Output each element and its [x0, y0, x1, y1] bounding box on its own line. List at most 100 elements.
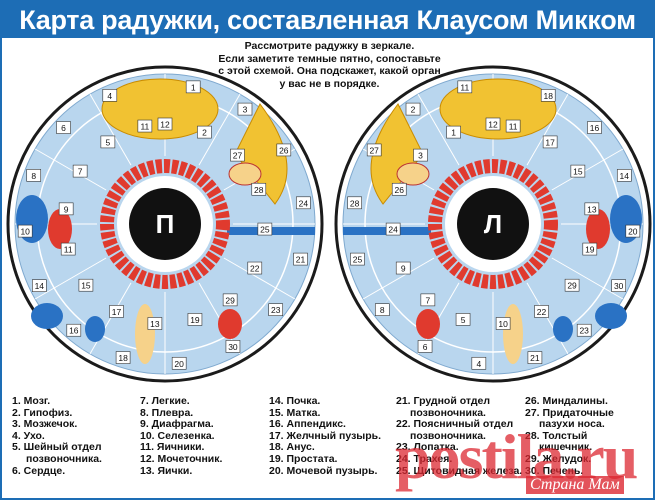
- zone-number-badge: [225, 340, 241, 353]
- zone-number: 27: [369, 145, 379, 155]
- zone-number-badge: [32, 279, 47, 292]
- page-title: Карта радужки, составленная Клаусом Микк…: [2, 2, 653, 38]
- zone-number: 8: [31, 171, 36, 181]
- zone-number-badge: [157, 117, 173, 131]
- zone-number: 24: [299, 198, 309, 208]
- intro-line: Если заметите темные пятно, сопоставьте: [218, 52, 441, 65]
- legend-item: 6. Сердце.: [12, 464, 66, 477]
- legend-item: 27. Придаточные: [525, 406, 614, 419]
- legend-item: 25. Щитовидная железа.: [396, 464, 523, 477]
- zone-number: 28: [254, 185, 264, 195]
- brain-shape: [101, 78, 219, 140]
- zone-number: 21: [530, 353, 540, 363]
- sector-divider: [417, 93, 460, 166]
- zone-number-badge: [391, 182, 407, 196]
- legend-item: 14. Почка.: [269, 395, 321, 407]
- zone-number-badge: [582, 242, 598, 256]
- zone-number-badge: [66, 323, 82, 337]
- zone-number: 8: [380, 305, 385, 315]
- zone-number-badge: [417, 340, 433, 353]
- zone-number: 4: [476, 359, 481, 369]
- liver-shape: [595, 303, 627, 329]
- zone-number-badge: [347, 196, 362, 210]
- sector-divider: [526, 282, 569, 355]
- legend-item: 22. Поясничный отдел: [396, 418, 514, 431]
- watermark-sub: Страна Мам: [526, 476, 624, 494]
- zone-number: 19: [585, 245, 595, 255]
- zone-number-badge: [471, 356, 487, 370]
- zone-number: 1: [191, 82, 196, 92]
- sector-divider: [551, 257, 624, 300]
- zone-number: 23: [271, 305, 281, 315]
- zone-number-badge: [147, 317, 163, 330]
- zone-number-badge: [237, 102, 253, 116]
- legend-item: 17. Желчный пузырь.: [269, 429, 382, 442]
- sector-divider: [362, 257, 435, 300]
- legend-item: 18. Анус.: [269, 441, 315, 454]
- zone-number-badge: [616, 169, 632, 182]
- zone-number: 1: [451, 128, 456, 138]
- liver-shape: [31, 303, 63, 329]
- legend-item: 7. Легкие.: [140, 395, 190, 407]
- sector-divider: [551, 148, 624, 191]
- zone-number: 22: [250, 264, 260, 274]
- tonsils-shape: [228, 162, 262, 186]
- zone-number: 20: [628, 227, 638, 237]
- zone-number-badge: [72, 164, 88, 178]
- zone-number-badge: [187, 313, 203, 326]
- zone-number-badge: [564, 278, 580, 292]
- intro-text: Рассмотрите радужку в зеркале. Если заме…: [202, 40, 457, 90]
- zone-number: 23: [579, 326, 589, 336]
- sector-divider: [89, 93, 132, 166]
- zone-number: 7: [425, 295, 430, 305]
- zone-number: 6: [61, 123, 66, 133]
- kidney-shape: [553, 316, 573, 342]
- zone-number: 28: [350, 198, 360, 208]
- zone-number-badge: [420, 293, 436, 307]
- legend-item: 4. Ухо.: [12, 429, 45, 442]
- zone-number-badge: [505, 119, 521, 133]
- zone-number: 10: [20, 227, 30, 237]
- zone-number-badge: [457, 80, 473, 94]
- colon-ring: [428, 159, 558, 289]
- heart-shape: [586, 209, 610, 249]
- zone-number: 19: [190, 315, 200, 325]
- zone-number-badge: [350, 252, 365, 266]
- zone-number: 2: [411, 105, 416, 115]
- zone-number: 14: [620, 171, 630, 181]
- zone-number: 24: [388, 225, 398, 235]
- zone-number-badge: [405, 102, 421, 116]
- legend-column: 26. Миндалины. 27. Придаточные пазухи но…: [525, 395, 614, 477]
- kidney-shape: [85, 316, 105, 342]
- zone-number: 25: [260, 225, 270, 235]
- zone-number: 11: [509, 122, 518, 132]
- zone-number-badge: [570, 164, 586, 178]
- zone-number-badge: [197, 125, 212, 139]
- legend-item: 20. Мочевой пузырь.: [269, 464, 378, 477]
- zone-number-badge: [395, 261, 411, 275]
- legend-item: 2. Гипофиз.: [12, 406, 73, 419]
- zone-number-badge: [185, 80, 201, 94]
- intro-line: с этой схемой. Она подскажет, какой орга…: [218, 65, 441, 77]
- zone-number-badge: [78, 278, 94, 292]
- zone-number: 30: [228, 342, 238, 352]
- zone-number-badge: [56, 121, 71, 134]
- zone-number: 12: [160, 120, 170, 130]
- zone-number: 17: [545, 137, 555, 147]
- legend-item: 11. Яичники.: [140, 441, 205, 454]
- zone-number: 9: [64, 204, 69, 214]
- zone-number-badge: [446, 125, 461, 139]
- zone-number-badge: [293, 252, 308, 266]
- zone-number: 16: [69, 326, 79, 336]
- zone-number: 18: [118, 353, 128, 363]
- zone-number: 5: [106, 137, 111, 147]
- zone-number: 11: [140, 122, 149, 132]
- zone-number-badge: [611, 279, 626, 292]
- legend-item: 30. Печень.: [525, 464, 584, 477]
- zone-number-badge: [251, 182, 267, 196]
- legend-item: 10. Селезенка.: [140, 429, 215, 442]
- zone-number-badge: [109, 305, 124, 318]
- zone-number-badge: [257, 222, 273, 236]
- zone-number-badge: [495, 317, 511, 330]
